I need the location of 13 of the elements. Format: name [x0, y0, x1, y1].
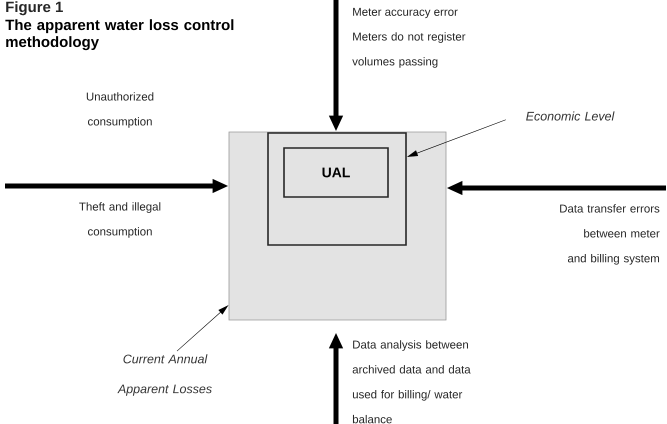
note-text: Theft and illegal consumption	[79, 202, 160, 238]
note-text: Data transfer errors between meter and billing system	[560, 204, 660, 265]
note-text: Meters do not register volumes passing	[352, 32, 466, 68]
figure-number: Figure 1	[6, 1, 63, 16]
level-box	[267, 132, 407, 246]
note-text: Meter accuracy error	[353, 8, 458, 18]
note-text: Data analysis between archived data and data used for billing/ water balance	[352, 340, 471, 424]
leader-text: Current Annual Apparent Losses	[117, 354, 212, 396]
note-text: Unauthorized consumption	[86, 92, 154, 128]
leader-text: Economic Level	[526, 111, 615, 121]
title: The apparent water loss control methodology	[5, 19, 234, 50]
ual-box: UAL	[283, 147, 389, 198]
outer-box	[228, 132, 446, 320]
